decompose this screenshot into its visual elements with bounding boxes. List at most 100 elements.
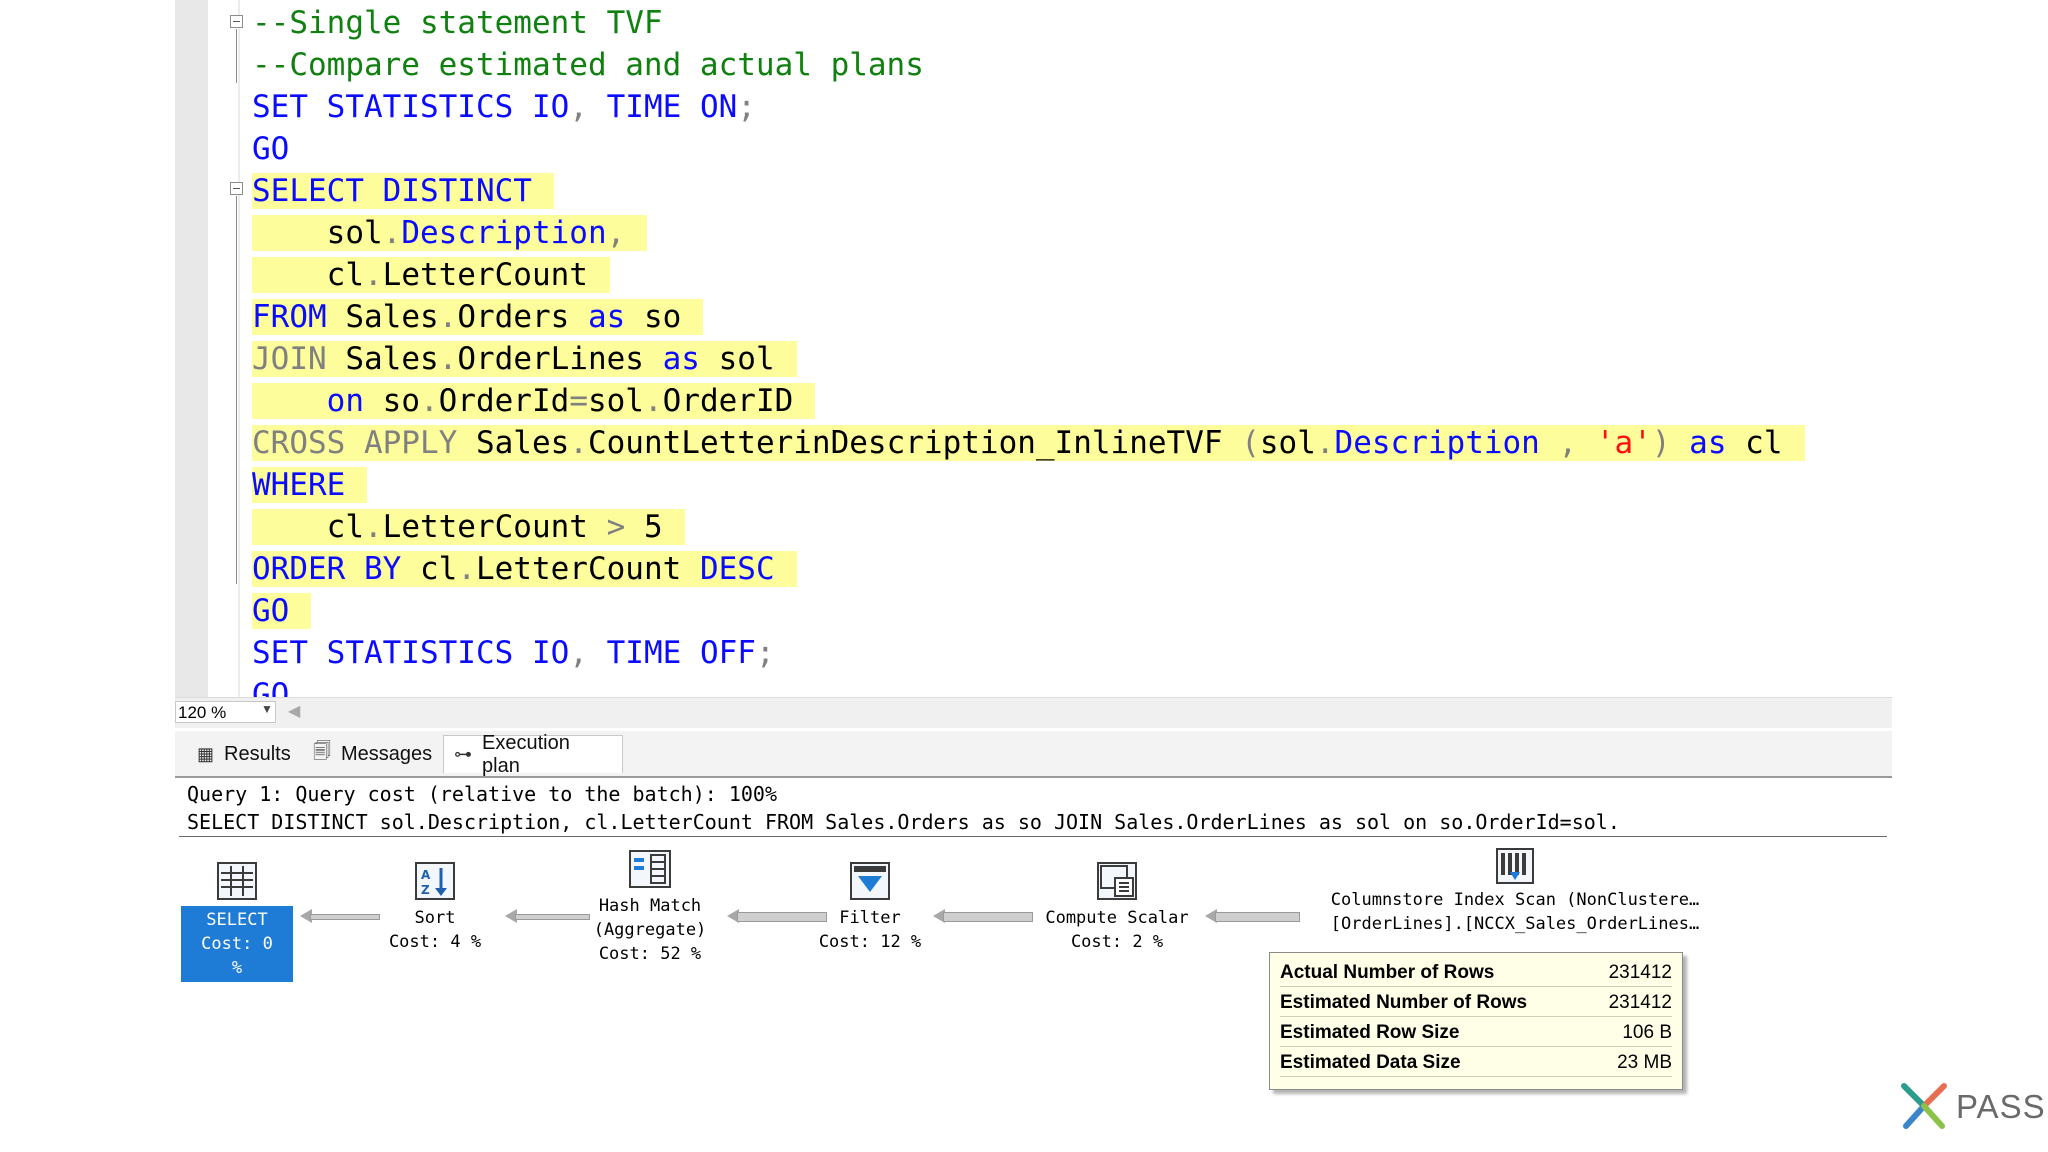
code-line[interactable]: GO	[252, 128, 289, 170]
code-token: ON	[699, 89, 738, 125]
code-token: SELECT DISTINCT	[252, 173, 532, 209]
code-line[interactable]: SET STATISTICS IO, TIME ON;	[252, 86, 756, 128]
code-line[interactable]: cl.LetterCount > 5	[252, 506, 685, 548]
code-token: )	[1651, 425, 1690, 461]
code-token: ,	[606, 215, 626, 251]
code-line-content: cl.LetterCount	[252, 257, 610, 293]
code-token: LetterCount	[382, 257, 588, 293]
code-line[interactable]: SET STATISTICS IO, TIME OFF;	[252, 632, 775, 674]
code-line-content: FROM Sales.Orders as so	[252, 299, 704, 335]
code-line[interactable]: on so.OrderId=sol.OrderID	[252, 380, 816, 422]
plan-edge	[1205, 909, 1300, 923]
collapse-comment-icon[interactable]	[230, 15, 243, 28]
code-line[interactable]: ORDER BY cl.LetterCount DESC	[252, 548, 797, 590]
code-line-content: GO	[252, 131, 289, 167]
plan-node-filter[interactable]: Filter Cost: 12 %	[815, 862, 925, 954]
tooltip-value: 231412	[1608, 961, 1672, 983]
tooltip-row: Estimated Data Size 23 MB	[1280, 1049, 1672, 1077]
code-token: ;	[755, 635, 775, 671]
code-line[interactable]: JOIN Sales.OrderLines as sol	[252, 338, 797, 380]
scroll-left-icon[interactable]: ◀	[288, 703, 301, 720]
plan-node-select[interactable]: SELECT Cost: 0 %	[181, 862, 293, 982]
code-token: SET	[252, 89, 327, 125]
tooltip-label: Actual Number of Rows	[1280, 961, 1495, 983]
code-token: STATISTICS	[326, 635, 532, 671]
select-icon	[217, 862, 257, 900]
code-token: .	[363, 257, 383, 293]
tab-messages[interactable]: 🗐 Messages	[303, 735, 439, 773]
operator-tooltip: Actual Number of Rows 231412 Estimated Nu…	[1269, 952, 1683, 1090]
code-token: Description	[401, 215, 607, 251]
plan-node-hash-match[interactable]: Hash Match (Aggregate) Cost: 52 %	[580, 850, 720, 966]
code-token: cl	[1745, 425, 1783, 461]
tooltip-value: 23 MB	[1617, 1051, 1672, 1073]
code-token: JOIN	[252, 341, 346, 377]
tooltip-row: Estimated Number of Rows 231412	[1280, 989, 1672, 1017]
plan-node-columnstore-scan[interactable]: Columnstore Index Scan (NonClustere… [Or…	[1305, 848, 1725, 936]
results-tabbar: ▦ Results 🗐 Messages ⊶ Execution plan	[175, 731, 1892, 778]
code-token: WHERE	[252, 467, 346, 503]
code-token: sol	[252, 215, 383, 251]
code-token: .	[363, 509, 383, 545]
op-cost: Cost: 0 %	[201, 934, 273, 978]
tooltip-label: Estimated Number of Rows	[1280, 991, 1528, 1013]
code-line[interactable]: --Single statement TVF	[252, 2, 663, 44]
op-cost: Cost: 52 %	[598, 944, 702, 964]
code-line-content: JOIN Sales.OrderLines as sol	[252, 341, 797, 377]
code-token: so	[382, 383, 420, 419]
tab-results-label: Results	[224, 742, 291, 765]
op-subtitle: [OrderLines].[NCCX_Sales_OrderLines…	[1330, 914, 1700, 934]
tooltip-row: Actual Number of Rows 231412	[1280, 959, 1672, 987]
code-token: as	[662, 341, 719, 377]
code-line[interactable]: SELECT DISTINCT	[252, 170, 554, 212]
code-line[interactable]: cl.LetterCount	[252, 254, 610, 296]
code-token: .	[419, 383, 439, 419]
code-line-content: --Single statement TVF	[252, 5, 663, 41]
code-line[interactable]: CROSS APPLY Sales.CountLetterinDescripti…	[252, 422, 1805, 464]
code-token: sol	[718, 341, 775, 377]
tooltip-label: Estimated Data Size	[1280, 1051, 1461, 1073]
code-token: GO	[252, 131, 290, 167]
plan-edge	[505, 909, 590, 923]
hash-match-icon	[629, 850, 671, 888]
plan-node-select-label: SELECT Cost: 0 %	[181, 906, 293, 982]
zoom-dropdown[interactable]: 120 %	[175, 701, 276, 723]
code-token: OrderID	[662, 383, 794, 419]
collapse-select-icon[interactable]	[230, 182, 243, 195]
code-line[interactable]: --Compare estimated and actual plans	[252, 44, 924, 86]
code-line[interactable]: sol.Description,	[252, 212, 648, 254]
query-editor[interactable]: --Single statement TVF--Compare estimate…	[175, 0, 1892, 697]
code-line-content: ORDER BY cl.LetterCount DESC	[252, 551, 797, 587]
plan-node-compute-scalar[interactable]: Compute Scalar Cost: 2 %	[1037, 862, 1197, 954]
tooltip-label: Estimated Row Size	[1280, 1021, 1460, 1043]
compute-scalar-icon	[1097, 862, 1137, 900]
execution-plan-icon: ⊶	[454, 744, 472, 764]
svg-text:A: A	[421, 868, 431, 882]
code-token: sol	[1259, 425, 1316, 461]
code-token: Description	[1334, 425, 1559, 461]
code-line[interactable]: GO	[252, 590, 312, 632]
tab-execution-plan[interactable]: ⊶ Execution plan	[443, 732, 623, 777]
op-cost: Cost: 2 %	[1070, 932, 1164, 952]
tab-results[interactable]: ▦ Results	[187, 735, 299, 773]
code-token: LetterCount	[382, 509, 607, 545]
code-token: FROM	[252, 299, 346, 335]
code-token: IO	[531, 89, 570, 125]
code-token: ORDER BY	[252, 551, 420, 587]
code-token: CROSS APPLY	[252, 425, 476, 461]
code-line[interactable]: FROM Sales.Orders as so	[252, 296, 704, 338]
code-line[interactable]: WHERE	[252, 464, 368, 506]
code-token: --Single statement TVF	[252, 5, 663, 41]
code-line-content: GO	[252, 593, 312, 629]
tooltip-value: 231412	[1608, 991, 1672, 1013]
chevron-down-icon[interactable]: ▼	[261, 702, 273, 716]
code-token: Sales	[475, 425, 570, 461]
op-cost: Cost: 4 %	[388, 932, 482, 952]
tooltip-value: 106 B	[1622, 1021, 1672, 1043]
code-token: DESC	[699, 551, 775, 587]
code-token: .	[643, 383, 663, 419]
code-line[interactable]: GO	[252, 674, 289, 697]
fold-guide	[236, 196, 237, 584]
code-token: GO	[252, 677, 290, 697]
